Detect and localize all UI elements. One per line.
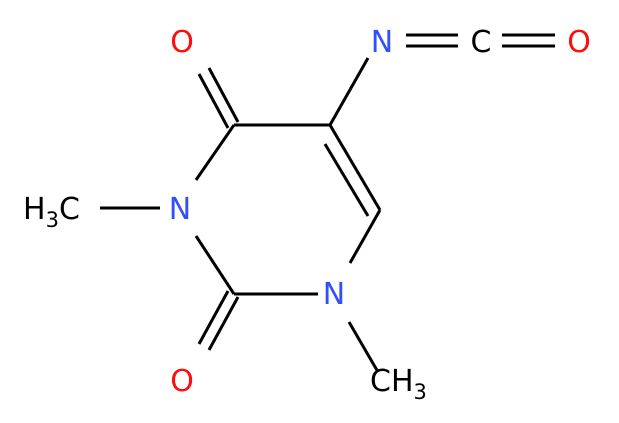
methyl-label-n3: H3C [23, 192, 80, 232]
bond-c5-c6-inner [323, 143, 370, 217]
bond-c4-o4-a [207, 67, 240, 123]
bond-c2-o2-b [197, 290, 230, 345]
bond-c6-n1 [348, 209, 382, 264]
atom-n-isocyanate: N [371, 25, 393, 60]
atom-o-isocyanate: O [567, 25, 591, 60]
atom-c-isocyanate: C [471, 25, 492, 60]
bond-c4-o4-b [197, 73, 230, 129]
bond-c5-c6 [328, 124, 382, 211]
bond-c2-n3 [194, 235, 236, 295]
atom-o2: O [170, 364, 194, 399]
atom-o4: O [170, 25, 194, 60]
bond-c2-o2-a [207, 296, 240, 351]
atom-n1: N [323, 277, 345, 312]
atom-n3: N [169, 192, 191, 227]
bond-n1-methyl [347, 321, 380, 373]
methyl-label-n1: CH3 [370, 364, 427, 404]
bond-n3-c4 [194, 124, 236, 181]
bond-c5-n-iso [328, 57, 370, 126]
